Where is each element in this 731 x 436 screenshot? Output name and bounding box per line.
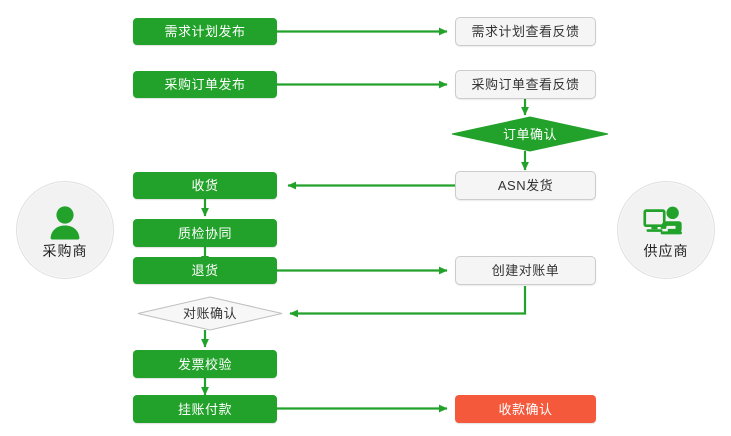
node-label: 订单确认 [502,126,557,142]
node-reconciliation-confirm[interactable]: 对账确认 [138,297,282,330]
node-label: 发票校验 [177,356,232,372]
actor-supplier-label: 供应商 [643,242,689,259]
node-label: 需求计划发布 [164,24,246,39]
node-invoice-verification[interactable]: 发票校验 [133,350,277,378]
node-accrued-payment[interactable]: 挂账付款 [133,395,277,423]
node-label: 对账确认 [182,306,237,321]
node-label: ASN发货 [497,178,554,193]
node-order-confirm[interactable]: 订单确认 [452,118,608,150]
actor-buyer: 采购商 [16,181,114,279]
node-label: 创建对账单 [491,263,560,278]
node-payment-receipt-confirm[interactable]: 收款确认 [455,395,596,423]
node-label: 采购订单发布 [164,77,246,92]
node-label: 退货 [191,263,219,278]
node-label: 采购订单查看反馈 [471,77,580,92]
node-quality-inspection-collaboration[interactable]: 质检协同 [133,219,277,247]
node-purchase-order-publish[interactable]: 采购订单发布 [133,71,277,98]
node-label: 质检协同 [177,225,232,241]
person-at-computer-icon [643,206,682,234]
node-demand-plan-publish[interactable]: 需求计划发布 [133,18,277,45]
node-label: 挂账付款 [177,401,232,417]
node-receive-goods[interactable]: 收货 [133,172,277,199]
node-demand-plan-view-feedback[interactable]: 需求计划查看反馈 [455,17,596,46]
node-purchase-order-view-feedback[interactable]: 采购订单查看反馈 [455,70,596,99]
node-create-reconciliation-statement[interactable]: 创建对账单 [455,256,596,285]
person-silhouette-icon [50,205,80,239]
node-label: 收款确认 [498,401,553,417]
actor-supplier: 供应商 [617,181,715,279]
node-label: 收货 [191,178,219,193]
actor-buyer-label: 采购商 [42,242,88,259]
edge-n10-n11 [289,286,527,318]
node-asn-shipment[interactable]: ASN发货 [455,171,596,200]
node-return-goods[interactable]: 退货 [133,257,277,284]
node-label: 需求计划查看反馈 [471,24,580,39]
